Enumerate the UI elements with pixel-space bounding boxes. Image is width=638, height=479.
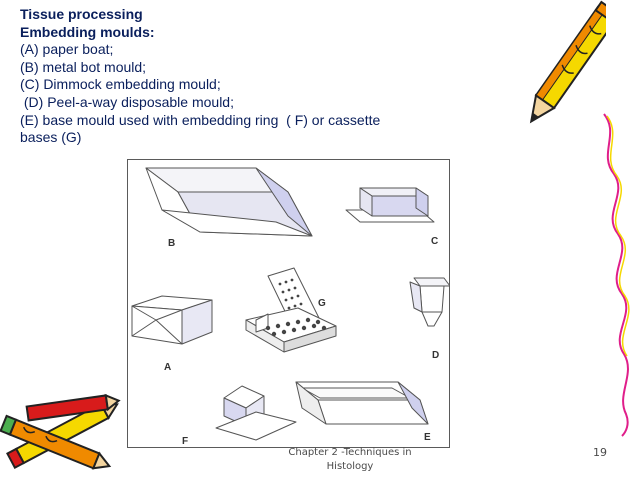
pencils-bundle-icon bbox=[0, 393, 121, 470]
label-f: F bbox=[182, 436, 188, 447]
moulds-illustration: B C G A D F E bbox=[131, 167, 449, 447]
label-e: E bbox=[424, 432, 431, 443]
mould-b-drawing bbox=[145, 167, 313, 237]
list-item: (C) Dimmock embedding mould; bbox=[20, 76, 221, 93]
mould-e-drawing bbox=[295, 381, 429, 425]
slide-title-line-2: Embedding moulds: bbox=[20, 23, 155, 40]
list-item: (A) paper boat; bbox=[20, 41, 114, 58]
mould-a-drawing bbox=[131, 295, 213, 345]
pencil-icon bbox=[529, 0, 606, 124]
label-b: B bbox=[168, 238, 175, 249]
mould-d-drawing bbox=[409, 277, 449, 327]
slide-footer: Chapter 2 -Techniques in Histology bbox=[264, 446, 436, 474]
list-item: (E) base mould used with embedding ring … bbox=[20, 111, 381, 128]
list-item: bases (G) bbox=[20, 129, 82, 146]
mould-c-drawing bbox=[345, 187, 435, 223]
cassette-holes bbox=[265, 278, 327, 337]
footer-chapter-line-2: Histology bbox=[326, 461, 374, 472]
mould-f-drawing bbox=[215, 385, 297, 441]
label-c: C bbox=[431, 236, 438, 247]
label-g: G bbox=[318, 298, 326, 309]
scribble-line-icon bbox=[603, 113, 630, 437]
embedding-moulds-figure: B C G A D F E bbox=[127, 159, 450, 448]
slide-number: 19 bbox=[593, 446, 607, 459]
list-item: (B) metal bot mould; bbox=[20, 58, 147, 75]
footer-chapter-line-1: Chapter 2 -Techniques in bbox=[288, 447, 412, 458]
slide-title-line-1: Tissue processing bbox=[20, 6, 143, 22]
label-a: A bbox=[164, 362, 171, 373]
list-item: (D) Peel-a-way disposable mould; bbox=[20, 93, 234, 110]
slide-body: Tissue processing Embedding moulds: (A) … bbox=[20, 6, 500, 147]
label-d: D bbox=[432, 350, 439, 361]
